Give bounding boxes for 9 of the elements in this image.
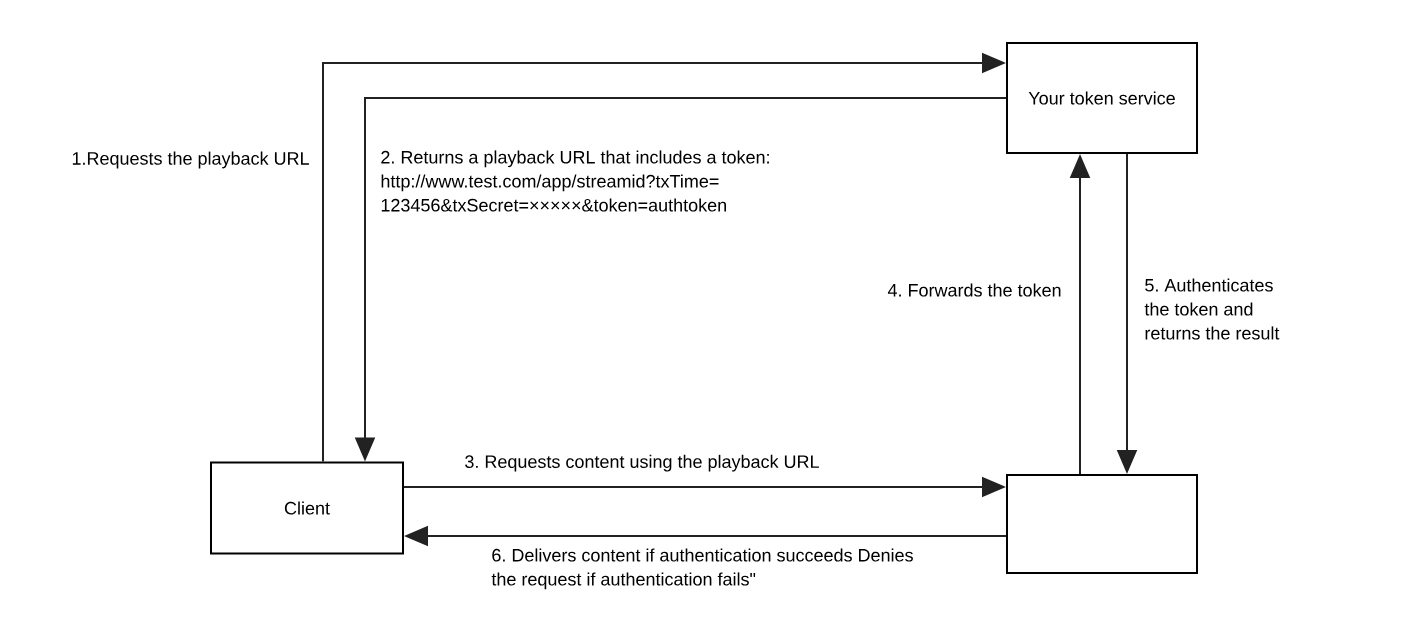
edge-label: 2. Returns a playback URL that includes a token: http://www.test.com/app/streamid?txTime= 123456&txSecret=×××××&token=authtoken [381, 150, 769, 212]
edge-label: 3. Requests content using the playback URL [465, 454, 819, 472]
process-box: Your token service [1006, 42, 1198, 154]
edge-label: 6. Delivers content if authentication succeeds Denies the request if authentication fails" [491, 548, 913, 590]
process-box: Client [210, 461, 404, 555]
edge-label: 1.Requests the playback URL [72, 151, 309, 169]
edge-label: 5. Authenticates the token and returns the result [1144, 278, 1280, 340]
empty-box [1006, 474, 1198, 574]
edge-label: 4. Forwards the token [887, 283, 1061, 297]
